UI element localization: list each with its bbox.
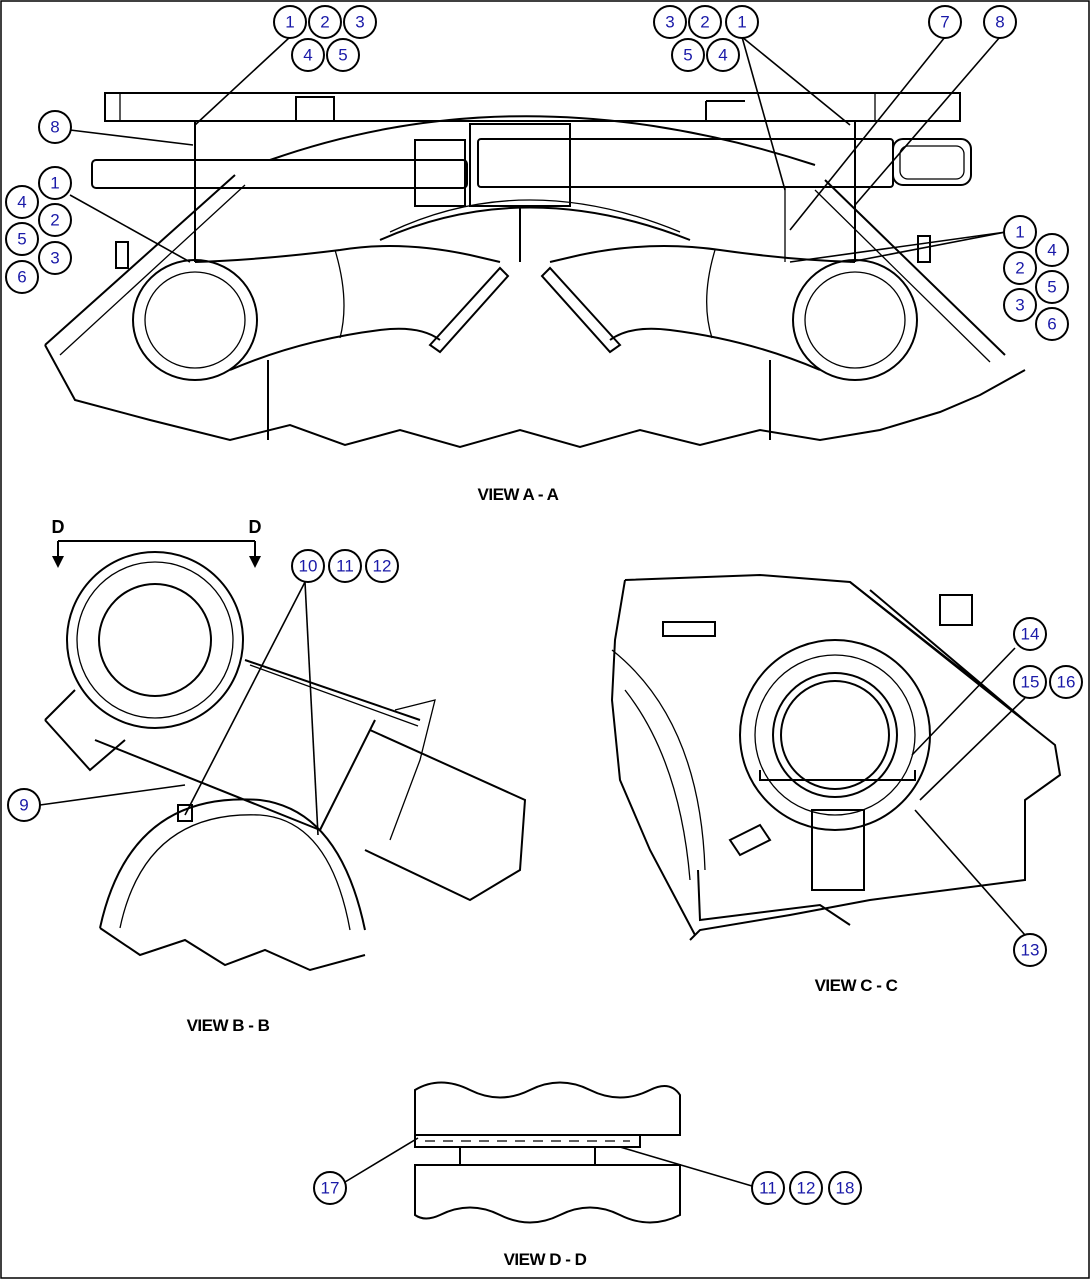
svg-text:3: 3: [355, 13, 364, 32]
svg-text:8: 8: [50, 118, 59, 137]
svg-text:2: 2: [700, 13, 709, 32]
view-label-c: VIEW C - C: [815, 976, 898, 995]
callouts-view-a-left-stack: 1 4 2 5 3 6: [5, 166, 72, 294]
view-c-drawing: [610, 573, 1062, 941]
balloon-a-rs-1: 4: [1035, 233, 1069, 267]
callouts-view-a-right-stack: 1 4 2 5 3 6: [1003, 215, 1069, 341]
callouts-view-d-right: 11 12 18: [751, 1171, 862, 1205]
svg-text:3: 3: [1015, 296, 1024, 315]
balloon-a-tr-4: 4: [706, 38, 740, 72]
view-b-leaders: [39, 581, 319, 836]
svg-text:3: 3: [50, 249, 59, 268]
svg-text:4: 4: [17, 193, 26, 212]
svg-text:17: 17: [321, 1179, 340, 1198]
svg-text:6: 6: [1047, 315, 1056, 334]
callouts-view-b-top: 10 11 12: [291, 549, 399, 583]
svg-text:6: 6: [17, 268, 26, 287]
balloon-c-13: 13: [1013, 933, 1047, 967]
svg-text:13: 13: [1021, 941, 1040, 960]
view-a-drawing: [44, 92, 1026, 449]
balloon-d-1: 12: [789, 1171, 823, 1205]
balloon-a-tr-1: 2: [688, 5, 722, 39]
balloon-c-14: 14: [1013, 617, 1047, 651]
balloon-c-16: 16: [1049, 665, 1083, 699]
svg-text:1: 1: [737, 13, 746, 32]
balloon-b-0: 10: [291, 549, 325, 583]
balloon-a-rs-5: 6: [1035, 307, 1069, 341]
svg-text:11: 11: [759, 1179, 777, 1198]
svg-text:8: 8: [995, 13, 1004, 32]
balloon-a-tl-0: 1: [273, 5, 307, 39]
balloon-a-8-right: 8: [983, 5, 1017, 39]
svg-text:2: 2: [50, 211, 59, 230]
svg-text:18: 18: [836, 1179, 855, 1198]
callouts-view-a-top-left: 1 2 3 4 5: [273, 5, 377, 72]
balloon-a-tl-1: 2: [308, 5, 342, 39]
svg-text:7: 7: [940, 13, 949, 32]
svg-text:16: 16: [1057, 673, 1076, 692]
balloon-a-rs-2: 2: [1003, 251, 1037, 285]
balloon-a-ls-1: 4: [5, 185, 39, 219]
svg-text:14: 14: [1021, 625, 1040, 644]
balloon-a-ls-3: 5: [5, 222, 39, 256]
balloon-a-ls-0: 1: [38, 166, 72, 200]
balloon-a-7: 7: [928, 5, 962, 39]
section-mark-left: D: [52, 517, 65, 537]
svg-text:4: 4: [1047, 241, 1056, 260]
svg-text:3: 3: [665, 13, 674, 32]
balloon-b-2: 12: [365, 549, 399, 583]
svg-text:2: 2: [1015, 259, 1024, 278]
balloon-a-8-left: 8: [38, 110, 72, 144]
balloon-a-rs-4: 3: [1003, 288, 1037, 322]
view-label-b: VIEW B - B: [187, 1016, 270, 1035]
balloon-a-tl-3: 4: [291, 38, 325, 72]
balloon-a-ls-2: 2: [38, 203, 72, 237]
svg-text:10: 10: [299, 557, 318, 576]
balloon-c-15: 15: [1013, 665, 1047, 699]
svg-text:4: 4: [303, 46, 312, 65]
callouts-view-a-top-right: 3 2 1 5 4: [653, 5, 759, 72]
svg-text:4: 4: [718, 46, 727, 65]
balloon-d-0: 11: [751, 1171, 785, 1205]
svg-text:1: 1: [50, 174, 59, 193]
view-c-leaders: [911, 647, 1026, 936]
balloon-a-rs-0: 1: [1003, 215, 1037, 249]
balloon-b-1: 11: [328, 549, 362, 583]
balloon-a-tl-2: 3: [343, 5, 377, 39]
svg-text:5: 5: [17, 230, 26, 249]
svg-text:5: 5: [338, 46, 347, 65]
view-d-drawing: [414, 1081, 681, 1224]
balloon-a-tl-4: 5: [326, 38, 360, 72]
balloon-a-tr-0: 3: [653, 5, 687, 39]
balloon-d-17: 17: [313, 1171, 347, 1205]
balloon-a-rs-3: 5: [1035, 270, 1069, 304]
view-b-drawing: [44, 540, 527, 972]
view-a-leaders: [69, 36, 1007, 263]
svg-text:5: 5: [683, 46, 692, 65]
balloon-d-2: 18: [828, 1171, 862, 1205]
balloon-a-tr-2: 1: [725, 5, 759, 39]
svg-text:11: 11: [336, 557, 354, 576]
section-mark-right: D: [249, 517, 262, 537]
balloon-b-9: 9: [7, 788, 41, 822]
svg-text:15: 15: [1021, 673, 1040, 692]
svg-text:12: 12: [797, 1179, 816, 1198]
view-d-leaders: [344, 1137, 753, 1187]
balloon-a-ls-5: 6: [5, 260, 39, 294]
balloon-a-tr-3: 5: [671, 38, 705, 72]
svg-text:1: 1: [1015, 223, 1024, 242]
view-label-a: VIEW A - A: [478, 485, 559, 504]
view-label-d: VIEW D - D: [504, 1250, 587, 1269]
svg-text:12: 12: [373, 557, 392, 576]
svg-text:1: 1: [285, 13, 294, 32]
svg-text:5: 5: [1047, 278, 1056, 297]
svg-text:9: 9: [19, 796, 28, 815]
svg-text:2: 2: [320, 13, 329, 32]
balloon-a-ls-4: 3: [38, 241, 72, 275]
